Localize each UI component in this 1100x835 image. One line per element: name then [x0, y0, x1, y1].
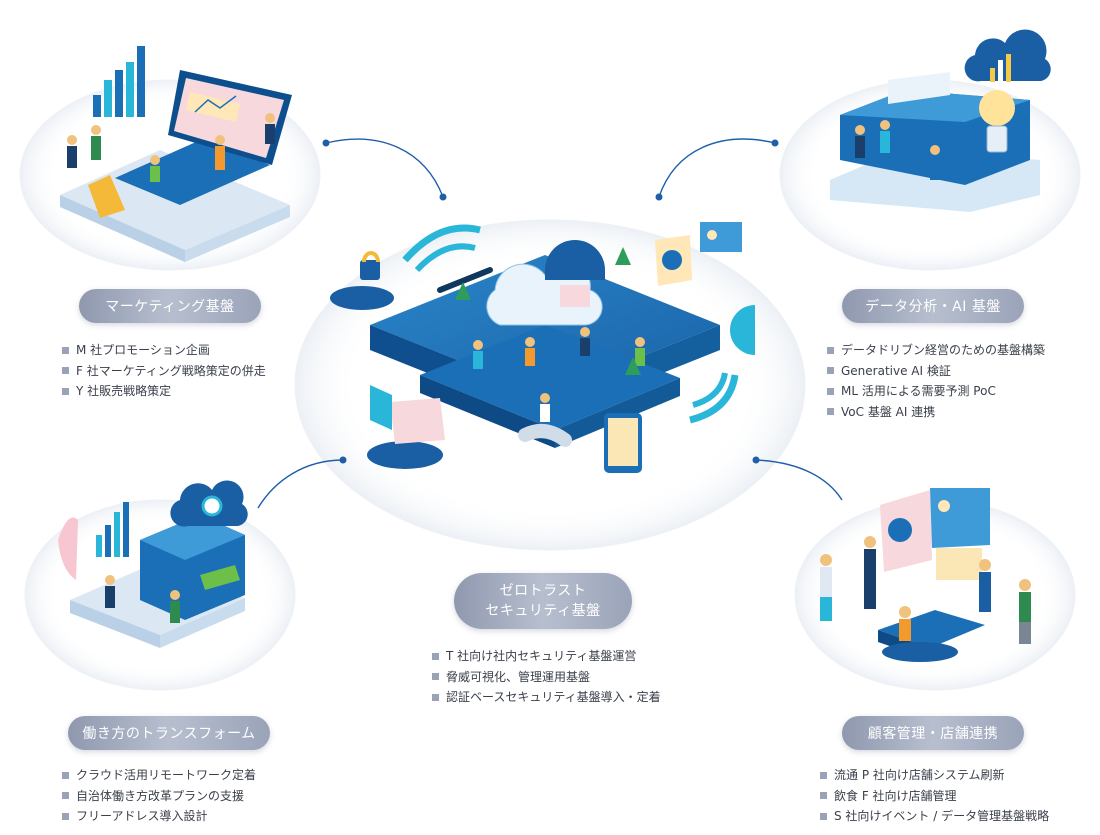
zero-trust-item-list: T 社向け社内セキュリティ基盤運営 脅威可視化、管理運用基盤 認証ベースセキュリ…	[432, 646, 661, 708]
zero-trust-title-line1: ゼロトラスト	[499, 583, 587, 599]
list-item: 流通 P 社向け店舗システム刷新	[820, 765, 1049, 786]
customer-illustration	[820, 488, 1031, 662]
bullet-icon	[62, 792, 69, 800]
list-item: クラウド活用リモートワーク定着	[62, 765, 256, 786]
list-item: VoC 基盤 AI 連携	[827, 402, 1045, 423]
list-item: Generative AI 検証	[827, 361, 1045, 382]
list-item: F 社マーケティング戦略策定の併走	[62, 361, 266, 382]
bullet-icon	[432, 673, 439, 681]
bullet-icon	[62, 771, 69, 779]
bullet-icon	[432, 693, 439, 701]
list-item: 認証ベースセキュリティ基盤導入・定着	[432, 687, 661, 708]
bullet-icon	[62, 346, 69, 354]
list-item: S 社向けイベント / データ管理基盤戦略	[820, 806, 1049, 827]
bullet-icon	[827, 408, 834, 416]
list-item: T 社向け社内セキュリティ基盤運営	[432, 646, 661, 667]
work-style-section-title: 働き方のトランスフォーム	[68, 716, 270, 750]
data-ai-section-title: データ分析・AI 基盤	[842, 289, 1024, 323]
data-ai-illustration	[830, 29, 1051, 212]
customer-section-title: 顧客管理・店舗連携	[842, 716, 1024, 750]
connector-arcs	[257, 138, 843, 509]
bullet-icon	[62, 812, 69, 820]
data-ai-item-list: データドリブン経営のための基盤構築 Generative AI 検証 ML 活用…	[827, 340, 1045, 422]
list-item: 飲食 F 社向け店舗管理	[820, 786, 1049, 807]
connector-dots	[322, 139, 779, 464]
zero-trust-section-title: ゼロトラスト セキュリティ基盤	[454, 573, 632, 629]
list-item: 自治体働き方改革プランの支援	[62, 786, 256, 807]
bullet-icon	[820, 792, 827, 800]
list-item: データドリブン経営のための基盤構築	[827, 340, 1045, 361]
bullet-icon	[827, 367, 834, 375]
list-item: フリーアドレス導入設計	[62, 806, 256, 827]
work-style-item-list: クラウド活用リモートワーク定着 自治体働き方改革プランの支援 フリーアドレス導入…	[62, 765, 256, 827]
list-item: M 社プロモーション企画	[62, 340, 266, 361]
bullet-icon	[62, 387, 69, 395]
marketing-item-list: M 社プロモーション企画 F 社マーケティング戦略策定の併走 Y 社販売戦略策定	[62, 340, 266, 402]
marketing-section-title: マーケティング基盤	[79, 289, 261, 323]
bullet-icon	[820, 812, 827, 820]
bullet-icon	[827, 387, 834, 395]
list-item: ML 活用による需要予測 PoC	[827, 381, 1045, 402]
zero-trust-title-line2: セキュリティ基盤	[485, 603, 601, 619]
bullet-icon	[432, 652, 439, 660]
marketing-illustration	[60, 46, 292, 262]
work-style-illustration	[58, 480, 248, 648]
security-illustration	[330, 222, 755, 473]
bullet-icon	[820, 771, 827, 779]
bullet-icon	[827, 346, 834, 354]
list-item: 脅威可視化、管理運用基盤	[432, 667, 661, 688]
customer-item-list: 流通 P 社向け店舗システム刷新 飲食 F 社向け店舗管理 S 社向けイベント …	[820, 765, 1049, 827]
bullet-icon	[62, 367, 69, 375]
list-item: Y 社販売戦略策定	[62, 381, 266, 402]
